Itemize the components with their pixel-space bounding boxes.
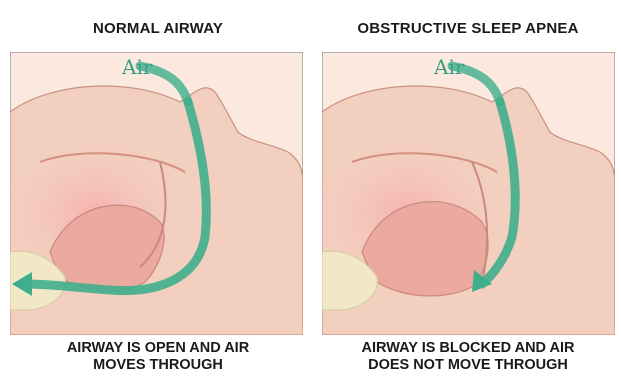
caption-line-1: AIRWAY IS OPEN AND AIR	[8, 340, 308, 357]
apnea-caption: AIRWAY IS BLOCKED AND AIR DOES NOT MOVE …	[318, 340, 618, 374]
apnea-illustration: Air	[322, 52, 615, 335]
caption-line-1: AIRWAY IS BLOCKED AND AIR	[318, 340, 618, 357]
air-label: Air	[121, 55, 153, 79]
air-label: Air	[433, 55, 465, 79]
normal-airway-caption: AIRWAY IS OPEN AND AIR MOVES THROUGH	[8, 340, 308, 374]
normal-airway-illustration: Air	[10, 52, 303, 335]
caption-line-2: MOVES THROUGH	[8, 357, 308, 374]
normal-airway-title: NORMAL AIRWAY	[8, 20, 308, 37]
apnea-title: OBSTRUCTIVE SLEEP APNEA	[318, 20, 618, 37]
caption-line-2: DOES NOT MOVE THROUGH	[318, 357, 618, 374]
